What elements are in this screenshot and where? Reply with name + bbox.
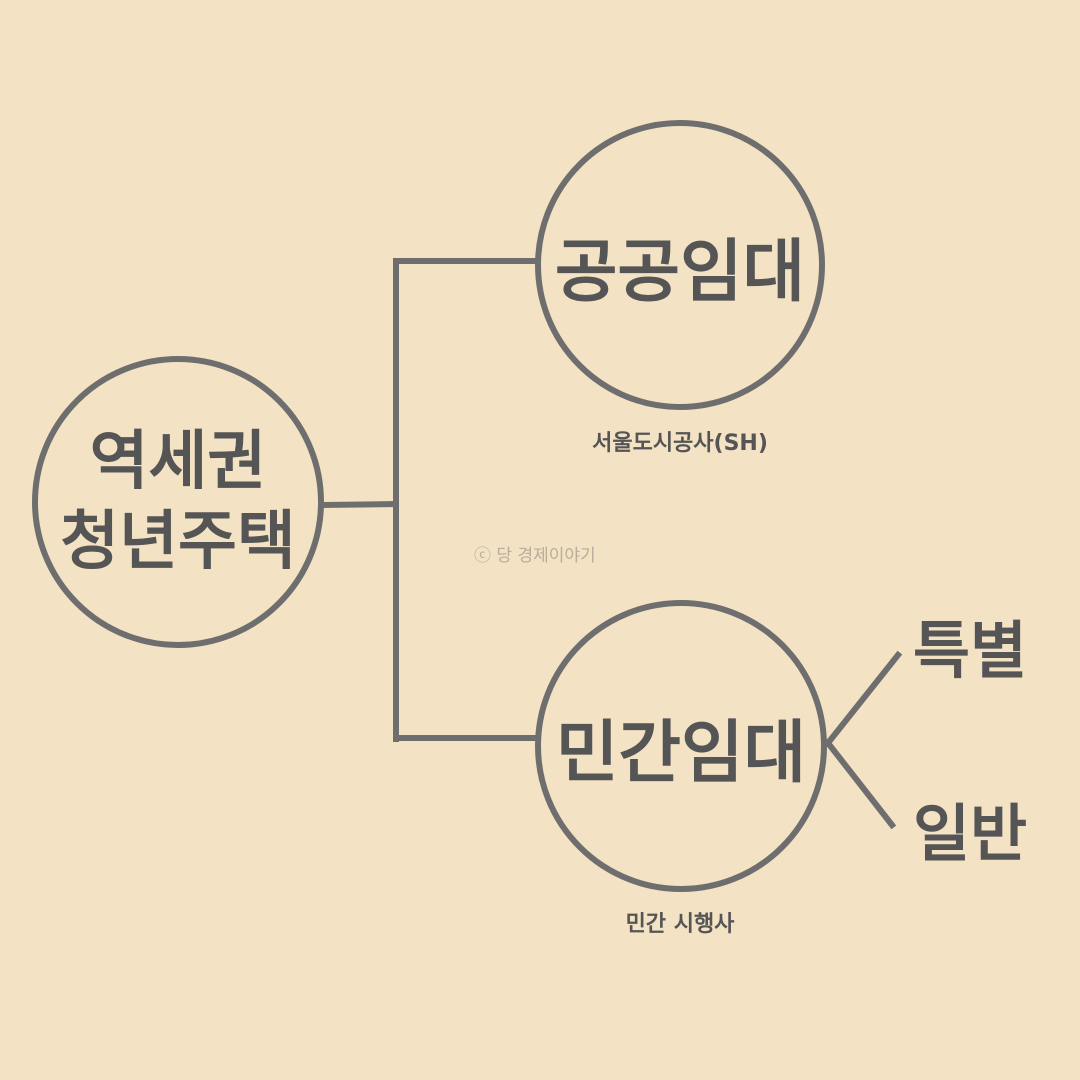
- private-label: 민간임대: [555, 713, 807, 793]
- public-caption: 서울도시공사(SH): [592, 431, 768, 456]
- root-label-line1: 역세권: [89, 425, 267, 499]
- special-connector: [823, 650, 903, 748]
- node-station-area-youth-housing: 역세권 청년주택: [32, 356, 324, 648]
- node-private-rental: 민간임대: [535, 600, 827, 892]
- copyright-watermark: ⓒ 당 경제이야기: [474, 546, 596, 566]
- node-public-rental: 공공임대: [535, 120, 825, 410]
- root-label-line2: 청년주택: [60, 505, 296, 579]
- private-caption: 민간 시행사: [625, 912, 735, 937]
- root-connector: [320, 500, 400, 509]
- public-label: 공공임대: [554, 232, 806, 312]
- leaf-special: 특별: [913, 614, 1028, 687]
- leaf-general: 일반: [913, 797, 1028, 870]
- general-connector: [823, 738, 897, 830]
